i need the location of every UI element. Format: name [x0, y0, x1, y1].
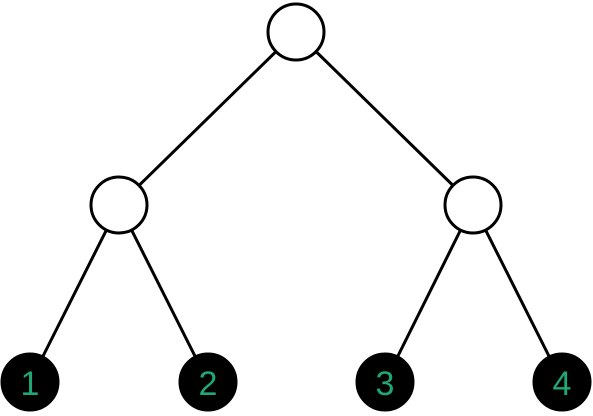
edge-left-leaf-2 [117, 203, 210, 384]
leaf-node-1: 1 [0, 352, 60, 412]
internal-nodes-layer [89, 2, 503, 235]
edge-right-leaf-3 [383, 203, 475, 384]
leaf-node-3: 3 [355, 352, 415, 412]
leaf-circle-2 [178, 352, 238, 412]
leaf-label-3: 3 [376, 365, 395, 403]
leaf-circle-1 [0, 352, 60, 412]
edge-root-left [117, 30, 298, 207]
right-internal-node [443, 175, 503, 235]
leaf-label-2: 2 [199, 365, 218, 403]
leaf-node-4: 4 [532, 352, 592, 412]
edge-right-leaf-4 [471, 203, 564, 384]
edge-left-leaf-1 [28, 203, 121, 384]
edges-layer [28, 30, 564, 384]
leaf-label-1: 1 [21, 365, 40, 403]
leaf-circle-3 [355, 352, 415, 412]
root-node [266, 2, 326, 62]
leaf-label-4: 4 [553, 365, 572, 403]
leaf-nodes-layer: 1 2 3 4 [0, 352, 592, 412]
leaf-circle-4 [532, 352, 592, 412]
left-internal-node [89, 175, 149, 235]
edge-root-right [294, 30, 475, 207]
leaf-node-2: 2 [178, 352, 238, 412]
